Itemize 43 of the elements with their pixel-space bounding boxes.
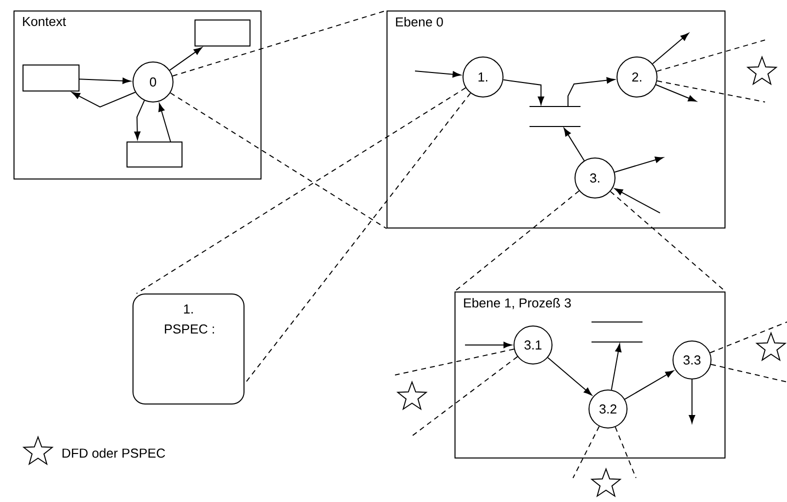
frame-heading: Ebene 0 [396, 17, 443, 27]
dashed-line [710, 364, 787, 382]
arrow [464, 342, 512, 348]
dashed-line [412, 356, 518, 436]
arrow [79, 78, 131, 84]
arrow [652, 32, 689, 64]
frame-heading: Ebene 1, Prozeß 3 [464, 298, 571, 310]
arrow [564, 128, 585, 162]
dashed-line [394, 348, 514, 376]
arrow [655, 84, 696, 102]
arrow [547, 357, 592, 396]
legend-text: DFD oder PSPEC [62, 448, 166, 458]
dashed-line [170, 92, 387, 229]
pspec-text: 1. [184, 304, 193, 314]
dashed-line [572, 426, 600, 478]
arrow [134, 100, 145, 140]
terminator-box [194, 20, 250, 46]
dashed-line [454, 190, 580, 292]
terminator-box [22, 64, 80, 92]
arrow [502, 79, 544, 105]
dashed-line [656, 40, 766, 72]
arrow [568, 77, 615, 107]
dashed-line [614, 426, 636, 478]
data-store [591, 322, 643, 342]
pspec-text: PSPEC : [164, 324, 214, 334]
dashed-line [656, 80, 766, 102]
dashed-line [244, 92, 471, 384]
dashed-line [610, 190, 726, 292]
arrow [614, 156, 664, 173]
dashed-line [172, 10, 387, 76]
arrow [414, 70, 461, 78]
arrow [688, 379, 696, 424]
dashed-line [710, 322, 787, 354]
arrow [72, 92, 136, 108]
arrow [169, 47, 202, 71]
arrow [610, 344, 622, 390]
arrow [624, 370, 674, 400]
frame-heading: Kontext [23, 17, 66, 26]
arrow [614, 188, 660, 214]
dashed-line [136, 87, 466, 294]
terminator-box [126, 142, 182, 168]
data-store [529, 106, 581, 127]
arrow [158, 103, 171, 142]
